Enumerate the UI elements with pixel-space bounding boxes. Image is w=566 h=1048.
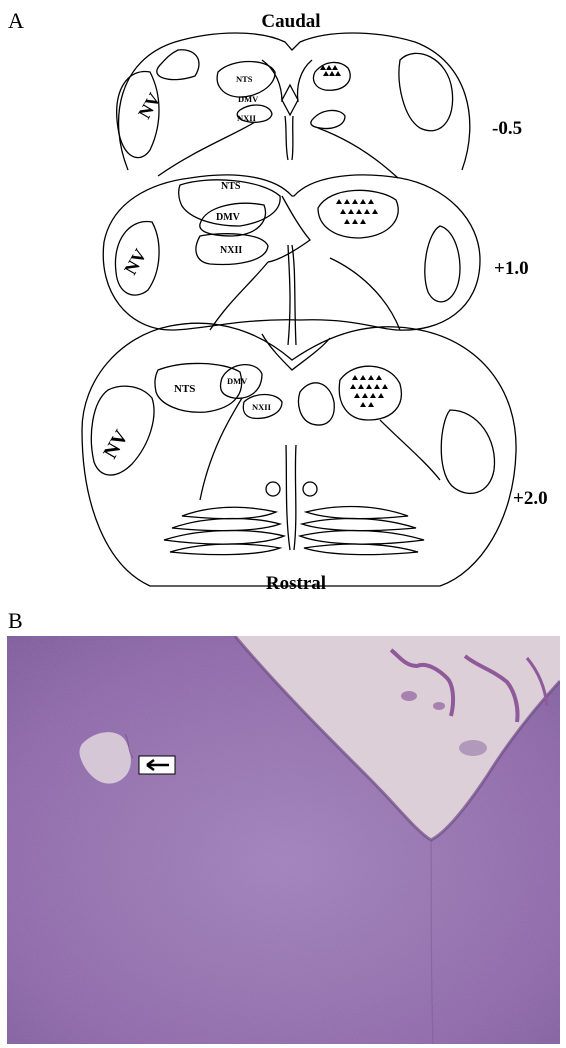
level-label-minus-0-5: -0.5 bbox=[492, 118, 522, 139]
label-dmv-3: DMV bbox=[227, 376, 248, 386]
brainstem-section-diagram: NTS DMV NXII NV NTS DMV NXII NV bbox=[0, 0, 566, 600]
label-nv-2: NV bbox=[120, 245, 150, 278]
lesion-arrow-icon bbox=[139, 756, 175, 774]
panel-b-letter: B bbox=[8, 608, 23, 634]
label-nxii-3: NXII bbox=[252, 402, 272, 412]
section-minus-0-5 bbox=[117, 33, 470, 178]
level-label-plus-1-0: +1.0 bbox=[494, 258, 529, 279]
label-nv-3: NV bbox=[99, 426, 133, 462]
level-label-plus-2-0: +2.0 bbox=[513, 488, 548, 509]
label-nv-1: NV bbox=[134, 89, 164, 122]
label-dmv-1: DMV bbox=[238, 94, 259, 104]
label-nts-3: NTS bbox=[174, 383, 195, 395]
label-dmv-2: DMV bbox=[216, 212, 241, 223]
neuron-markers bbox=[320, 65, 388, 407]
section-plus-1-0 bbox=[103, 175, 480, 345]
histology-micrograph bbox=[7, 636, 560, 1044]
label-nts-2: NTS bbox=[221, 181, 241, 192]
rostral-label: Rostral bbox=[266, 573, 326, 594]
caudal-label: Caudal bbox=[261, 11, 320, 32]
label-nxii-2: NXII bbox=[220, 245, 242, 256]
label-nts-1: NTS bbox=[236, 74, 253, 84]
label-nxii-1: NXII bbox=[237, 113, 257, 123]
section-plus-2-0 bbox=[82, 323, 516, 586]
